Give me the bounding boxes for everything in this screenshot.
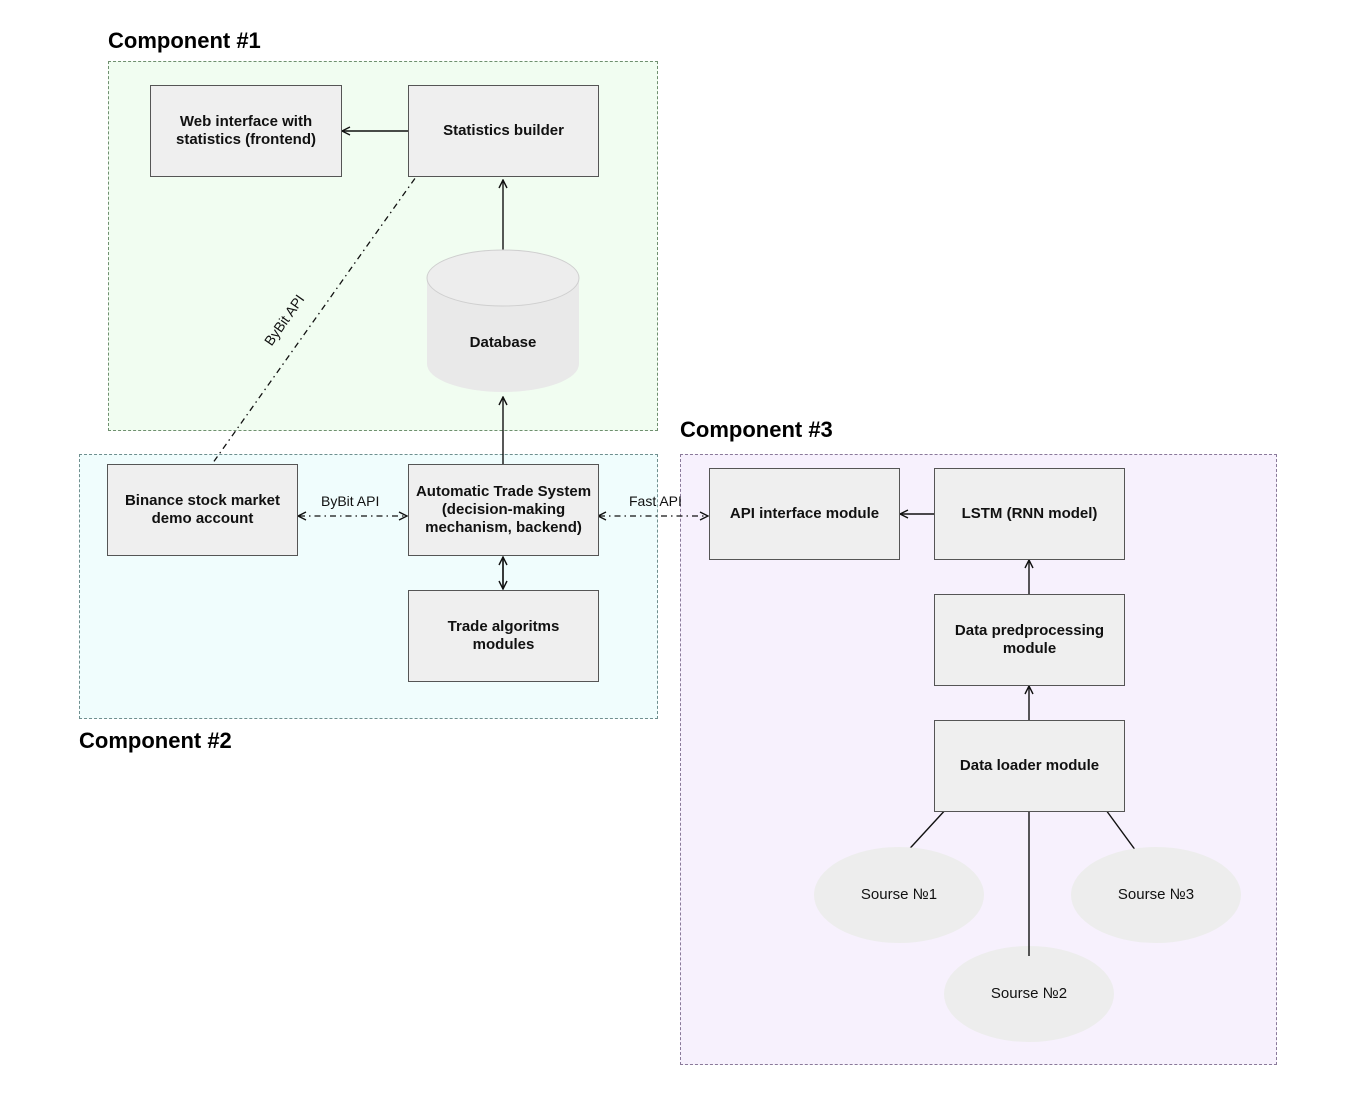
component-1-title: Component #1 bbox=[108, 28, 261, 53]
statistics-builder-label: Statistics builder bbox=[443, 122, 564, 139]
database-label: Database bbox=[469, 334, 537, 351]
edge-binance-stats bbox=[204, 160, 428, 475]
source1-ellipse bbox=[814, 847, 984, 943]
trade-algorithms-label: Trade algoritms modules bbox=[447, 618, 560, 653]
ats-line2: (decision-making bbox=[441, 501, 566, 518]
web-interface-line2: statistics (frontend) bbox=[175, 131, 316, 148]
binance-line2: demo account bbox=[151, 510, 254, 527]
source3-ellipse bbox=[1071, 847, 1241, 943]
source1-label: Sourse №1 bbox=[860, 886, 938, 903]
api-interface-node: API interface module bbox=[709, 468, 900, 560]
source2-ellipse bbox=[944, 946, 1114, 1042]
edge-label-bybit-horizontal: ByBit API bbox=[321, 493, 380, 509]
statistics-builder-node: Statistics builder bbox=[408, 85, 599, 177]
preprocessing-line1: Data predprocessing bbox=[954, 622, 1105, 639]
source3-label: Sourse №3 bbox=[1117, 886, 1195, 903]
preprocessing-node: Data predprocessing module bbox=[934, 594, 1125, 686]
binance-line1: Binance stock market bbox=[124, 492, 281, 509]
database-cylinder bbox=[426, 249, 580, 392]
web-interface-line1: Web interface with bbox=[179, 113, 313, 130]
ats-line1: Automatic Trade System bbox=[415, 483, 592, 500]
edge-label-fast-api: Fast API bbox=[629, 493, 682, 509]
source2-label: Sourse №2 bbox=[990, 985, 1068, 1002]
api-interface-label: API interface module bbox=[729, 505, 880, 522]
ats-node: Automatic Trade System (decision-making … bbox=[408, 464, 599, 556]
lstm-label: LSTM (RNN model) bbox=[961, 505, 1098, 522]
trade-algorithms-node: Trade algoritms modules bbox=[408, 590, 599, 682]
data-loader-node: Data loader module bbox=[934, 720, 1125, 812]
preprocessing-line2: module bbox=[1002, 640, 1057, 657]
component-3-title: Component #3 bbox=[680, 417, 833, 442]
lstm-node: LSTM (RNN model) bbox=[934, 468, 1125, 560]
web-interface-node: Web interface with statistics (frontend) bbox=[150, 85, 342, 177]
component-2-title: Component #2 bbox=[79, 728, 232, 753]
data-loader-label: Data loader module bbox=[959, 757, 1100, 774]
ats-line3: mechanism, backend) bbox=[425, 519, 582, 536]
binance-node: Binance stock market demo account bbox=[107, 464, 298, 556]
